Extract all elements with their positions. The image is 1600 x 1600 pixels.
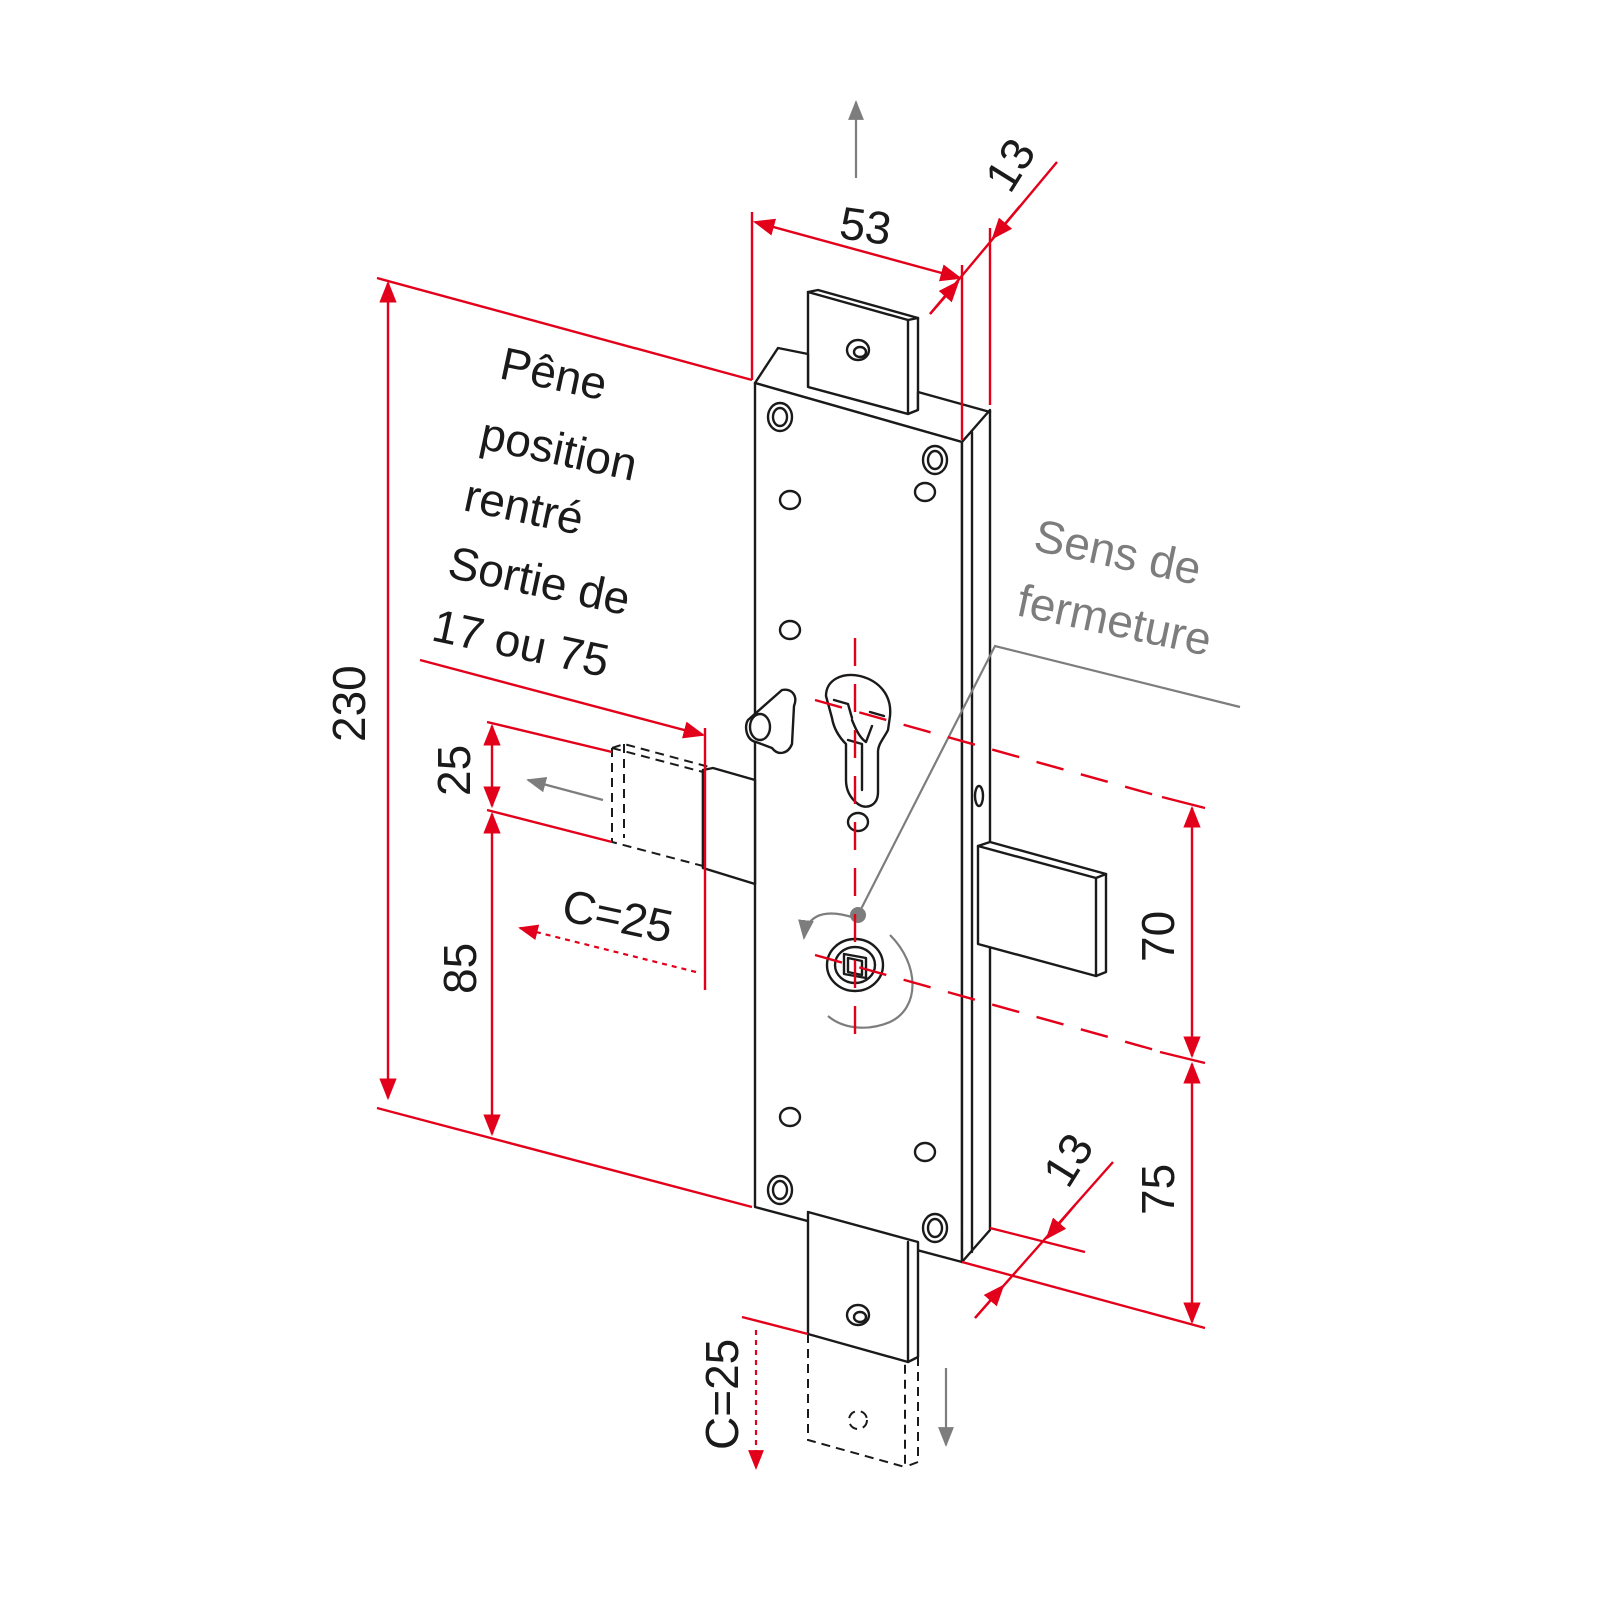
bottom-rod-tongue [806, 1210, 920, 1364]
dim-70-label: 70 [1132, 911, 1184, 962]
case-front [753, 381, 964, 1264]
bolt-note: Pêne position rentré Sortie de 17 ou 75 [428, 337, 642, 687]
knob [744, 688, 797, 755]
dim-75-label: 75 [1132, 1164, 1184, 1215]
lock-body [611, 288, 1108, 1469]
left-bolt [701, 766, 757, 886]
case-edge [960, 408, 992, 1264]
closing-direction-note: Sens de fermeture [1013, 509, 1216, 666]
motion-indicators [526, 100, 1241, 1447]
dim-25-label: 25 [428, 745, 480, 796]
rotation-arrow-icon [798, 912, 856, 940]
screw-holes [766, 401, 949, 1244]
dim-85-label: 85 [434, 943, 486, 994]
bolt-note-line-3: rentré [460, 469, 588, 545]
deadbolt [976, 840, 1108, 978]
cylinder-cutout [824, 673, 892, 808]
stroke-bottom-label: C=25 [696, 1339, 748, 1450]
dimension-lines [376, 161, 1206, 1470]
bolt-note-line-1: Pêne [496, 337, 612, 410]
dim-230-label: 230 [323, 665, 375, 742]
left-arrow-icon [526, 776, 604, 802]
closing-direction-leader [857, 644, 1241, 916]
dim-53-label: 53 [837, 196, 895, 255]
dimension-labels: 53 13 230 25 85 70 75 13 C=25 C=25 [323, 129, 1184, 1450]
